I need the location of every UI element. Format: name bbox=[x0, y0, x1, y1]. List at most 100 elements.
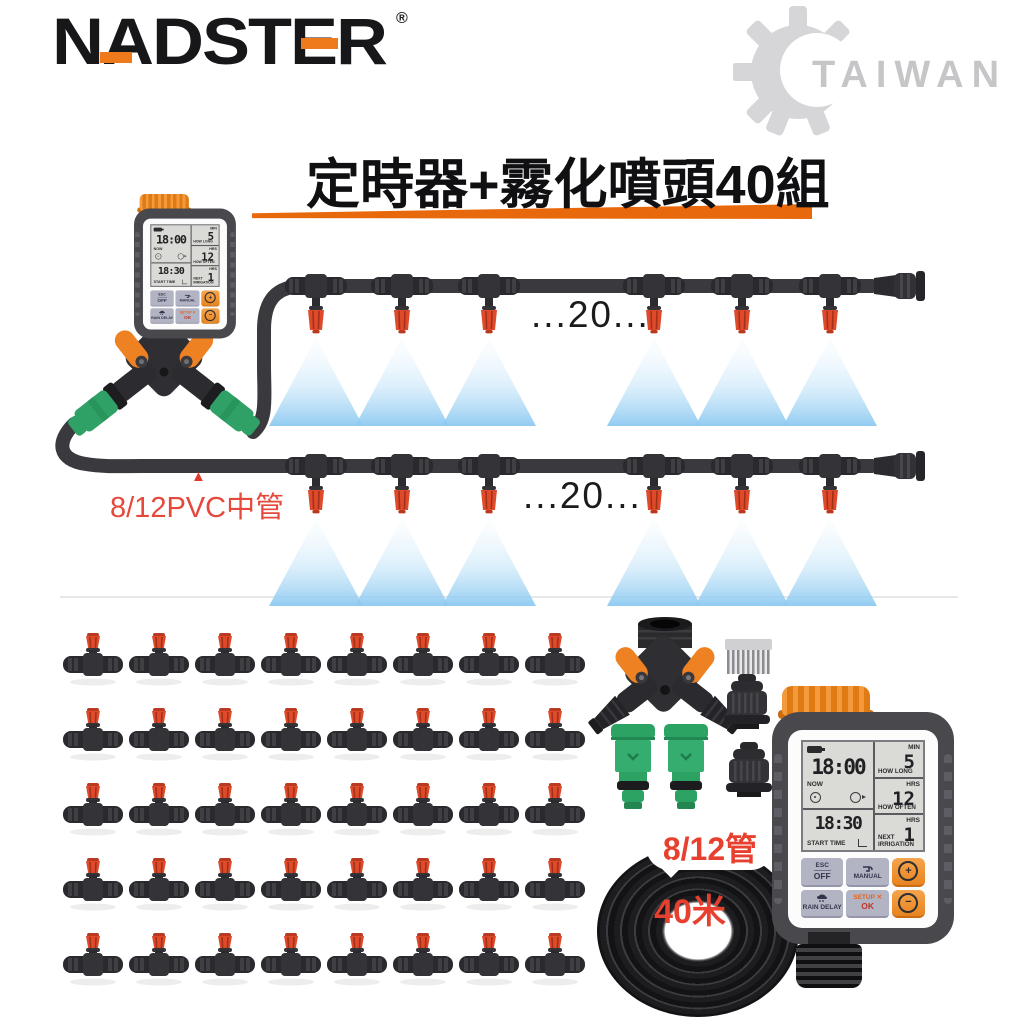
misting-nozzle-item bbox=[195, 933, 255, 986]
quick-connector-green bbox=[611, 724, 655, 809]
how-long-cell: MIN 5 HOW LONG bbox=[191, 225, 219, 246]
grid-cell bbox=[194, 708, 256, 764]
cycle-arrow-icon bbox=[850, 792, 866, 803]
misting-nozzle-item bbox=[327, 858, 387, 911]
grid-cell bbox=[194, 633, 256, 689]
start-time-label: START TIME bbox=[153, 280, 176, 285]
mist-nozzle-tee bbox=[269, 454, 363, 606]
mist-spray bbox=[607, 518, 701, 606]
grid-cell bbox=[260, 858, 322, 914]
faucet-icon bbox=[185, 294, 191, 298]
misting-nozzle-item bbox=[459, 633, 519, 686]
misting-nozzle-item bbox=[459, 783, 519, 836]
grid-cell bbox=[524, 708, 586, 764]
hose-size-label: 8/12管 bbox=[662, 830, 758, 867]
minus-button: − bbox=[891, 889, 925, 918]
misting-nozzle-item bbox=[63, 708, 123, 761]
grid-cell bbox=[524, 783, 586, 839]
now-label: NOW bbox=[807, 781, 823, 788]
needle-pins bbox=[727, 649, 770, 674]
grid-cell bbox=[62, 708, 124, 764]
registered-trademark: ® bbox=[396, 10, 408, 27]
setup-ok-button: SETUP ✕ OK bbox=[175, 307, 200, 324]
misting-nozzle-item bbox=[459, 858, 519, 911]
misting-nozzle-item bbox=[393, 708, 453, 761]
origin-watermark: TAIWAN bbox=[812, 54, 1008, 96]
mist-spray bbox=[269, 338, 363, 426]
grid-cell bbox=[524, 933, 586, 989]
grid-cell bbox=[194, 783, 256, 839]
supply-tube-line2 bbox=[55, 417, 879, 474]
how-often-value: 12 bbox=[201, 250, 215, 264]
grid-cell bbox=[260, 708, 322, 764]
line2-count-label: ...20... bbox=[523, 475, 642, 516]
how-long-unit: MIN bbox=[908, 744, 920, 751]
misting-nozzle-item bbox=[195, 858, 255, 911]
misting-nozzle-item bbox=[261, 633, 321, 686]
mist-spray bbox=[783, 518, 877, 606]
grid-cell bbox=[458, 933, 520, 989]
timer-face: 18:00 NOW 18:30 START TIME MIN 5 HOW LON… bbox=[788, 730, 938, 928]
drop-icon bbox=[810, 792, 821, 803]
misting-nozzle-item bbox=[261, 708, 321, 761]
misting-nozzle-item bbox=[327, 933, 387, 986]
next-irrigation-value: 1 bbox=[903, 824, 915, 847]
next-irrigation-unit: HRS bbox=[209, 267, 217, 272]
grid-cell bbox=[326, 708, 388, 764]
start-time: 18:30 bbox=[814, 813, 863, 834]
grid-cell bbox=[62, 858, 124, 914]
grid-cell bbox=[524, 633, 586, 689]
mist-nozzle-tee bbox=[695, 274, 789, 426]
mist-nozzle-tee bbox=[695, 454, 789, 606]
nozzle-tip bbox=[481, 490, 497, 510]
logo-orange-bar-e bbox=[301, 38, 338, 49]
nozzle-tip bbox=[308, 310, 324, 330]
faucet-icon bbox=[182, 279, 188, 285]
mist-spray bbox=[607, 338, 701, 426]
grid-cell bbox=[128, 933, 190, 989]
misting-nozzle-item bbox=[393, 933, 453, 986]
grid-cell bbox=[392, 783, 454, 839]
mist-spray bbox=[355, 338, 449, 426]
grid-cell bbox=[260, 633, 322, 689]
faucet-icon bbox=[863, 865, 873, 872]
misting-nozzle-item bbox=[129, 858, 189, 911]
grid-cell bbox=[128, 708, 190, 764]
misting-nozzle-item bbox=[525, 858, 585, 911]
how-often-cell: HRS 12 HOW OFTEN bbox=[191, 246, 219, 267]
misting-nozzle-item bbox=[393, 783, 453, 836]
timer-face: 18:00 NOW 18:30 START TIME MIN 5 HOW LON… bbox=[142, 218, 227, 330]
nozzle-tip bbox=[308, 490, 324, 510]
now-label: NOW bbox=[153, 247, 163, 252]
grid-cell bbox=[128, 783, 190, 839]
rain-cloud-icon bbox=[817, 894, 828, 903]
faucet-icon bbox=[858, 839, 867, 847]
hose-coil bbox=[597, 845, 799, 1017]
mist-spray bbox=[442, 518, 536, 606]
timer-device-diagram: 18:00 NOW 18:30 START TIME MIN 5 HOW LON… bbox=[134, 194, 237, 365]
rain-cloud-icon bbox=[159, 310, 165, 316]
line-end-plug bbox=[874, 271, 925, 301]
misting-nozzle-item bbox=[525, 708, 585, 761]
grid-cell bbox=[62, 783, 124, 839]
grid-cell bbox=[326, 633, 388, 689]
mist-spray bbox=[783, 338, 877, 426]
grid-cell bbox=[458, 783, 520, 839]
quick-connector-green bbox=[664, 724, 708, 809]
line-end-plug bbox=[874, 451, 925, 481]
plus-button: + bbox=[891, 858, 925, 887]
grid-cell bbox=[128, 858, 190, 914]
outlet-neck bbox=[808, 932, 850, 946]
plus-button: + bbox=[201, 290, 220, 307]
how-long-unit: MIN bbox=[210, 226, 217, 231]
rain-delay-button: RAIN DELAY bbox=[801, 889, 844, 918]
mist-nozzle-tee bbox=[442, 454, 536, 606]
misting-nozzle-item bbox=[525, 633, 585, 686]
next-irrigation-value: 1 bbox=[207, 271, 215, 284]
